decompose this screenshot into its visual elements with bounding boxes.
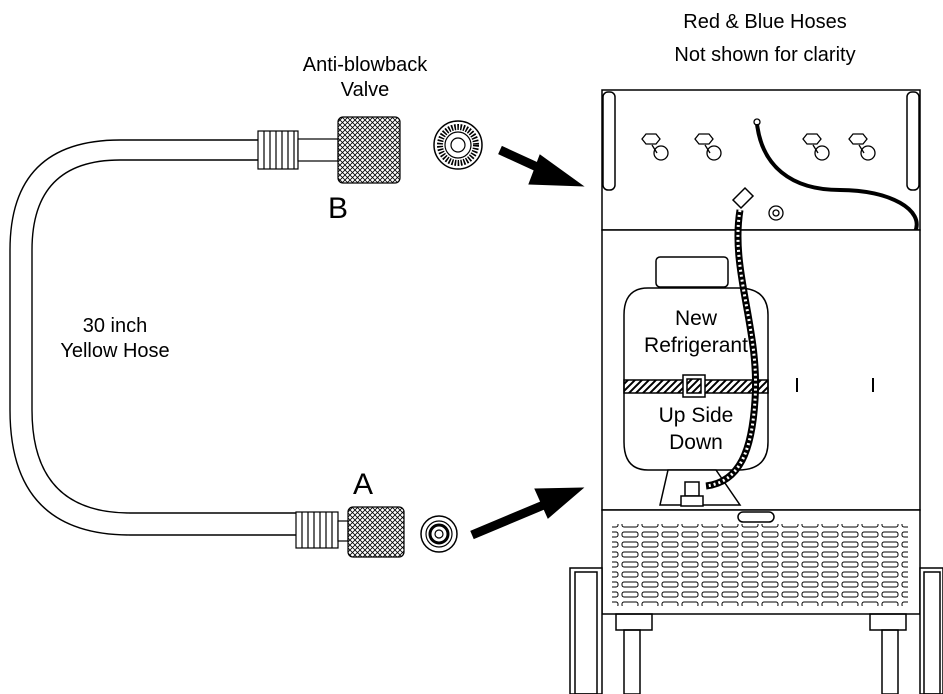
anti-blowback-valve-icon <box>433 120 483 170</box>
tank-new-line2: Refrigerant <box>644 334 748 358</box>
tank-new-line1: New <box>674 307 717 330</box>
tank-orientation-line1: Up Side <box>658 404 734 427</box>
point-b-label: B <box>327 192 348 225</box>
tank-contents-label: New Refrigerant <box>626 305 766 360</box>
tank-orientation-label: Up Side Down <box>626 402 766 457</box>
red-blue-hoses-note: Red & Blue Hoses Not shown for clarity <box>650 10 880 68</box>
arrow-icon <box>470 487 585 540</box>
tank-hose <box>705 186 760 490</box>
arrow-icon <box>498 145 585 187</box>
point-a-label: A <box>352 468 373 501</box>
hose-end-a <box>295 506 405 558</box>
yellow-hose-icon <box>9 139 298 536</box>
red-blue-hoses-line2: Not shown for clarity <box>674 44 856 66</box>
anti-blowback-label: Anti-blowback Valve <box>285 53 445 103</box>
yellow-hose-line1: 30 inch <box>82 315 148 337</box>
hose-end-fitting-icon <box>420 515 458 553</box>
tank-orientation-line2: Down <box>669 431 723 455</box>
hose-end-b <box>257 116 401 184</box>
anti-blowback-line2: Valve <box>340 79 390 101</box>
red-blue-hoses-line1: Red & Blue Hoses <box>683 11 847 33</box>
yellow-hose-line2: Yellow Hose <box>60 340 170 362</box>
yellow-hose-label: 30 inch Yellow Hose <box>45 314 185 364</box>
anti-blowback-line1: Anti-blowback <box>302 54 428 76</box>
